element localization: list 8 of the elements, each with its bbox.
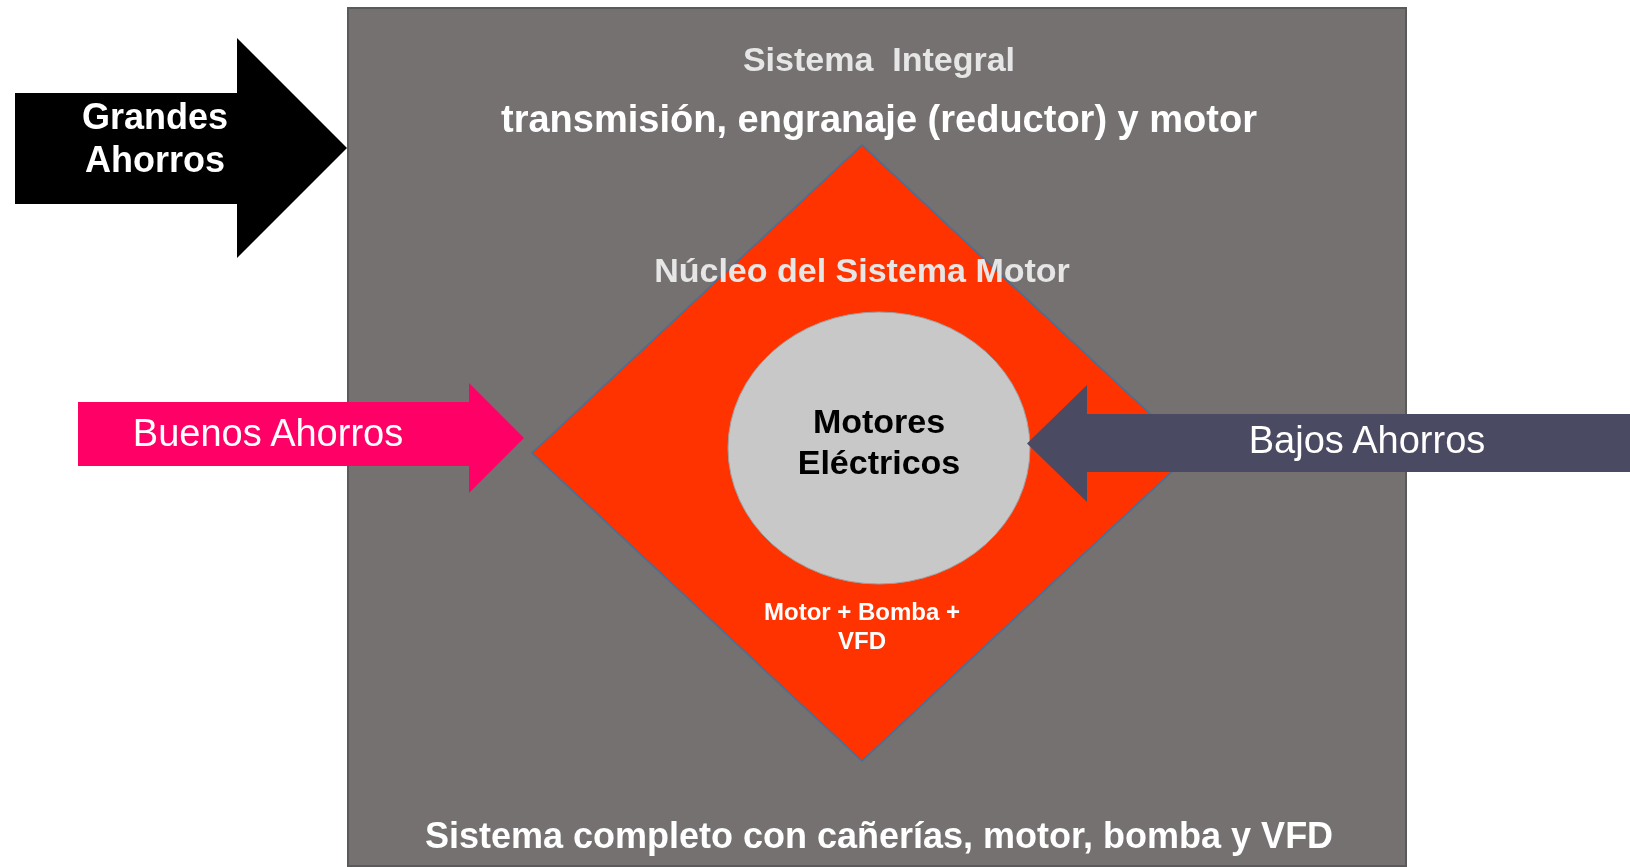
arrow-label: Grandes Ahorros [80, 95, 230, 182]
ellipse-label: Motores Eléctricos [796, 401, 962, 483]
panel-heading: Sistema Integral [741, 39, 1017, 80]
arrow-label: Buenos Ahorros [131, 411, 405, 456]
diamond-caption: Motor + Bomba + VFD [763, 598, 961, 656]
panel-footer-text: Sistema completo con cañerías, motor, bomba y VFD [423, 814, 1335, 858]
panel-subheading: transmisión, engranaje (reductor) y motor [500, 97, 1258, 142]
arrow-label: Bajos Ahorros [1247, 418, 1487, 463]
